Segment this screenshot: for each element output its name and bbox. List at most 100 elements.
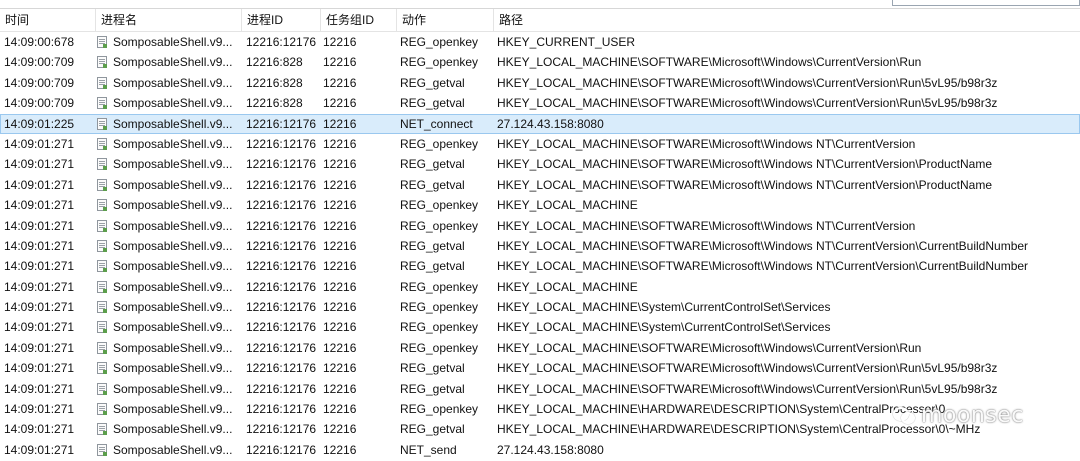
cell-process: SomposableShell.v9...: [97, 358, 242, 378]
cell-process: SomposableShell.v9...: [97, 175, 242, 195]
column-header-path[interactable]: 路径: [499, 13, 524, 27]
cell-time: 14:09:01:271: [4, 320, 75, 335]
cell-process: SomposableShell.v9...: [97, 399, 242, 419]
cell-time: 14:09:01:271: [4, 361, 75, 376]
cell-pid: 12216:12176: [246, 157, 317, 172]
cell-path: HKEY_LOCAL_MACHINE\SOFTWARE\Microsoft\Wi…: [497, 340, 922, 355]
cell-pid: 12216:12176: [246, 116, 317, 131]
cell-action: REG_openkey: [400, 402, 479, 417]
cell-tid: 12216: [323, 361, 357, 376]
process-name: SomposableShell.v9...: [113, 381, 233, 396]
cell-action: REG_getval: [400, 238, 465, 253]
cell-tid: 12216: [323, 75, 357, 90]
cell-action: REG_openkey: [400, 55, 479, 70]
cell-path: HKEY_LOCAL_MACHINE\HARDWARE\DESCRIPTION\…: [497, 422, 981, 437]
process-icon: [97, 321, 107, 334]
cell-action: REG_getval: [400, 96, 465, 111]
cell-path: HKEY_LOCAL_MACHINE\SOFTWARE\Microsoft\Wi…: [497, 75, 998, 90]
cell-process: SomposableShell.v9...: [97, 338, 242, 358]
process-name: SomposableShell.v9...: [113, 157, 233, 172]
process-icon: [97, 219, 107, 232]
process-name: SomposableShell.v9...: [113, 136, 233, 151]
cell-action: NET_send: [400, 442, 457, 457]
cell-path: HKEY_LOCAL_MACHINE\System\CurrentControl…: [497, 320, 831, 335]
process-icon: [97, 36, 107, 48]
cell-pid: 12216:12176: [246, 300, 317, 315]
search-field-edge[interactable]: [892, 0, 1080, 6]
cell-time: 14:09:01:271: [4, 279, 75, 294]
cell-pid: 12216:12176: [246, 177, 317, 192]
column-header-process[interactable]: 进程名: [96, 9, 242, 31]
cell-action: REG_openkey: [400, 279, 479, 294]
cell-path: HKEY_LOCAL_MACHINE\HARDWARE\DESCRIPTION\…: [497, 402, 946, 417]
column-header-pid[interactable]: 进程ID: [242, 9, 321, 31]
cell-time: 14:09:00:678: [4, 35, 75, 49]
cell-pid: 12216:12176: [246, 442, 317, 457]
cell-path: HKEY_LOCAL_MACHINE\SOFTWARE\Microsoft\Wi…: [497, 381, 998, 396]
table-row[interactable]: 14:09:01:271 SomposableShell.v9... 12216:1…: [0, 277, 1080, 297]
cell-action: REG_openkey: [400, 198, 479, 213]
cell-time: 14:09:01:271: [4, 238, 75, 253]
process-name: SomposableShell.v9...: [113, 340, 233, 355]
cell-path: HKEY_LOCAL_MACHINE\SOFTWARE\Microsoft\Wi…: [497, 96, 998, 111]
process-name: SomposableShell.v9...: [113, 422, 233, 437]
process-icon: [97, 301, 107, 314]
cell-pid: 12216:12176: [246, 198, 317, 213]
column-header-tid[interactable]: 任务组ID: [321, 9, 397, 31]
cell-pid: 12216:12176: [246, 279, 317, 294]
process-name: SomposableShell.v9...: [113, 402, 233, 417]
cell-tid: 12216: [323, 55, 357, 70]
top-toolbar-edge: [0, 0, 1080, 6]
column-header-time[interactable]: 时间: [0, 9, 96, 31]
process-name: SomposableShell.v9...: [113, 177, 233, 192]
process-name: SomposableShell.v9...: [113, 96, 233, 111]
process-icon: [97, 56, 107, 69]
cell-tid: 12216: [323, 136, 357, 151]
process-icon: [97, 178, 107, 191]
cell-path: 27.124.43.158:8080: [497, 116, 604, 131]
cell-action: REG_openkey: [400, 35, 479, 49]
cell-action: NET_connect: [400, 116, 473, 131]
cell-path: HKEY_LOCAL_MACHINE\SOFTWARE\Microsoft\Wi…: [497, 177, 993, 192]
process-name: SomposableShell.v9...: [113, 320, 233, 335]
cell-pid: 12216:12176: [246, 422, 317, 437]
column-header-action[interactable]: 动作: [397, 9, 494, 31]
cell-process: SomposableShell.v9...: [97, 195, 242, 215]
cell-process: SomposableShell.v9...: [97, 93, 242, 113]
process-icon: [97, 137, 107, 150]
cell-tid: 12216: [323, 177, 357, 192]
cell-tid: 12216: [323, 402, 357, 417]
cell-pid: 12216:12176: [246, 35, 317, 49]
cell-tid: 12216: [323, 422, 357, 437]
cell-pid: 12216:12176: [246, 238, 317, 253]
cell-path: HKEY_LOCAL_MACHINE\SOFTWARE\Microsoft\Wi…: [497, 361, 998, 376]
process-icon: [97, 76, 107, 89]
process-name: SomposableShell.v9...: [113, 279, 233, 294]
process-icon: [97, 341, 107, 354]
cell-time: 14:09:00:709: [4, 75, 75, 90]
cell-action: REG_openkey: [400, 340, 479, 355]
cell-path: HKEY_LOCAL_MACHINE\SOFTWARE\Microsoft\Wi…: [497, 218, 916, 233]
cell-time: 14:09:01:225: [4, 116, 75, 131]
